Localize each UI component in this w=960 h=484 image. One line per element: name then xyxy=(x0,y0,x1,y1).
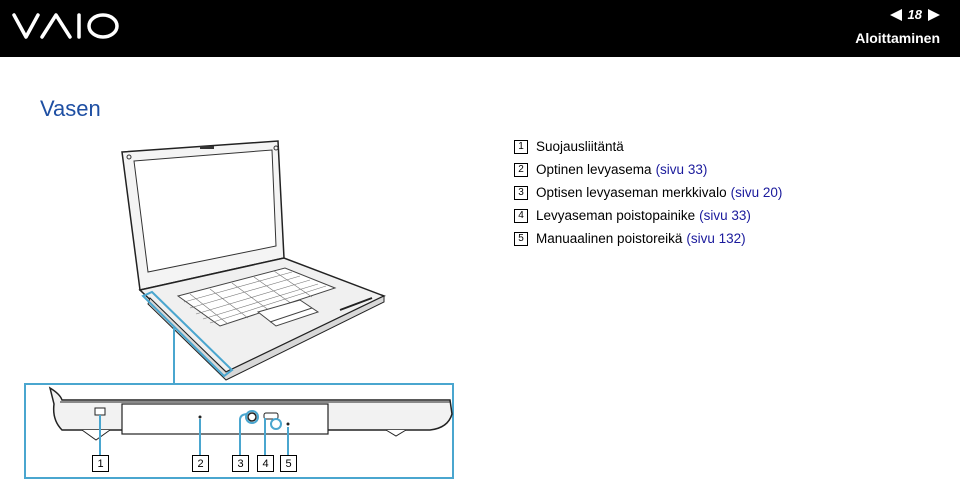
next-page-icon[interactable] xyxy=(928,8,940,21)
list-item: 1 Suojausliitäntä xyxy=(514,135,782,158)
list-item: 4 Levyaseman poistopainike (sivu 33) xyxy=(514,204,782,227)
callout-3: 3 xyxy=(232,455,249,472)
left-side-highlight xyxy=(141,290,234,378)
section-title: Aloittaminen xyxy=(855,30,940,46)
item-number: 5 xyxy=(514,231,528,246)
page-number: 18 xyxy=(907,7,922,22)
optical-drive-tray xyxy=(121,403,329,435)
header-bar: 18 Aloittaminen xyxy=(0,0,960,57)
list-item: 3 Optisen levyaseman merkkivalo (sivu 20… xyxy=(514,181,782,204)
callout-5: 5 xyxy=(280,455,297,472)
laptop-side-view xyxy=(48,386,453,441)
security-slot-icon xyxy=(94,407,106,416)
item-text: Optisen levyaseman merkkivalo xyxy=(536,185,727,200)
item-text: Suojausliitäntä xyxy=(536,139,624,154)
item-text: Manuaalinen poistoreikä xyxy=(536,231,683,246)
callout-2: 2 xyxy=(192,455,209,472)
callout-1: 1 xyxy=(92,455,109,472)
item-number: 1 xyxy=(514,139,528,154)
list-item: 2 Optinen levyasema (sivu 33) xyxy=(514,158,782,181)
side-view-frame xyxy=(24,383,454,479)
list-item: 5 Manuaalinen poistoreikä (sivu 132) xyxy=(514,227,782,250)
item-number: 2 xyxy=(514,162,528,177)
item-number: 4 xyxy=(514,208,528,223)
component-list: 1 Suojausliitäntä 2 Optinen levyasema (s… xyxy=(514,135,782,250)
page-title: Vasen xyxy=(40,96,101,121)
page-reference-link[interactable]: (sivu 20) xyxy=(730,185,783,200)
page-reference-link[interactable]: (sivu 132) xyxy=(686,231,746,246)
page-reference-link[interactable]: (sivu 33) xyxy=(699,208,751,223)
callout-4: 4 xyxy=(257,455,274,472)
page-reference-link[interactable]: (sivu 33) xyxy=(655,162,708,177)
previous-page-icon[interactable] xyxy=(889,8,902,21)
vaio-logo xyxy=(12,13,119,39)
manual-eject-hole xyxy=(286,422,290,426)
laptop-lid xyxy=(121,140,285,291)
page-navigation: 18 xyxy=(889,7,940,22)
item-text: Optinen levyasema xyxy=(536,162,652,177)
item-number: 3 xyxy=(514,185,528,200)
drive-indicator-light xyxy=(247,412,257,422)
eject-button xyxy=(263,412,279,420)
item-text: Levyaseman poistopainike xyxy=(536,208,696,223)
